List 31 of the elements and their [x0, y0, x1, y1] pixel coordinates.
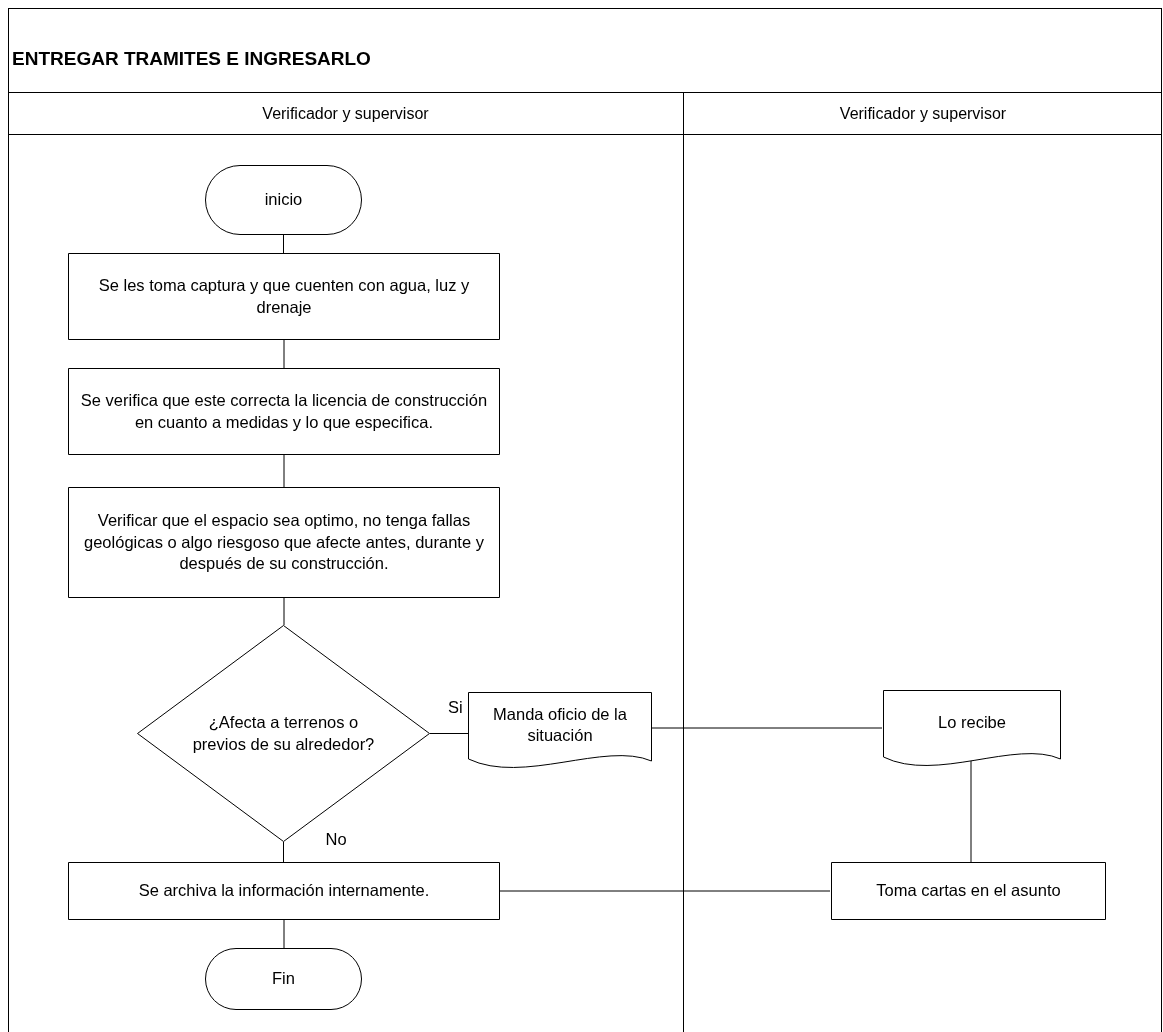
node-text: Se verifica que este correcta la licencia de construcción en cuanto a medidas y lo que especifica. [79, 390, 489, 433]
process-box [68, 368, 500, 455]
node-text: Se archiva la información internamente. [137, 880, 431, 902]
process-box [68, 253, 500, 340]
lane-title: Verificador y supervisor [839, 104, 1007, 123]
node-text: Se les toma captura y que cuenten con agua, luz y drenaje [97, 275, 471, 318]
diagram-title: ENTREGAR TRAMITES E INGRESARLO [12, 48, 371, 70]
process-box [831, 862, 1106, 920]
connector-line [429, 733, 469, 734]
process-box [68, 487, 500, 598]
terminator-shape [205, 948, 362, 1010]
connector-line [283, 919, 285, 949]
connector-line [283, 597, 285, 626]
connector-line [283, 234, 284, 254]
node-text: inicio [263, 189, 304, 211]
connector-line [283, 841, 284, 863]
connector-line [651, 727, 883, 729]
connector-line [970, 759, 972, 863]
node-text: Manda oficio de la situación [492, 703, 628, 746]
connector-line [283, 339, 285, 369]
node-text: ¿Afecta a terrenos o previos de su alrededor? [191, 712, 376, 755]
node-text: Toma cartas en el asunto [875, 880, 1062, 902]
process-box [68, 862, 500, 920]
node-text: Lo recibe [937, 712, 1007, 734]
node-text: Verificar que el espacio sea optimo, no tenga fallas geológicas o algo riesgoso que afecte antes, durante y después de su construcción. [83, 510, 485, 575]
terminator-shape [205, 165, 362, 235]
connector-line [283, 454, 285, 488]
connector-line [499, 890, 831, 892]
lane-title: Verificador y supervisor [262, 104, 429, 123]
swimlane [683, 92, 1162, 1032]
node-text: Fin [271, 968, 296, 990]
